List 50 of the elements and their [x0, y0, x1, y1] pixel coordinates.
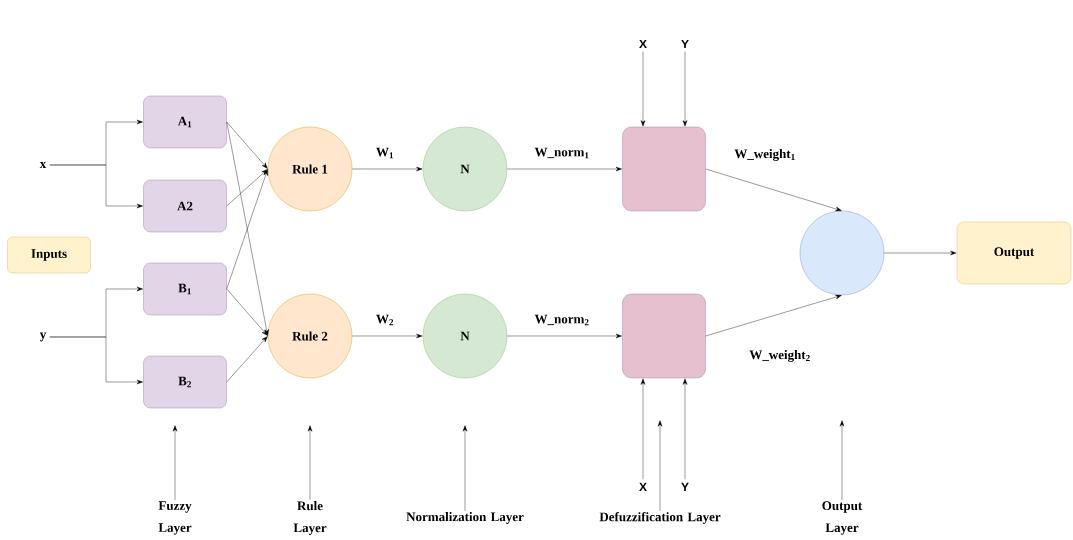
inputs-box: Inputs	[7, 236, 91, 274]
input-label: x	[39, 162, 47, 168]
arrow	[682, 378, 688, 480]
arrow	[226, 169, 268, 207]
arrow	[462, 425, 468, 512]
input-label: y	[39, 332, 47, 342]
arrow	[226, 288, 268, 336]
edge-label: W_weight$_{1}$	[733, 148, 797, 162]
arrow	[226, 121, 268, 169]
arrow	[49, 336, 143, 385]
edge-label: W_norm$_{2}$	[533, 313, 591, 327]
variable-label: X	[639, 39, 647, 49]
layer-label: Output Layer	[822, 501, 863, 535]
variable-label: Y	[681, 39, 689, 49]
layer-label: Fuzzy Layer	[158, 501, 192, 535]
edge-label: W$_{2}$	[375, 313, 396, 327]
arrow	[307, 425, 313, 501]
output-box: Output	[956, 221, 1072, 285]
membership-box: A2	[143, 179, 227, 233]
arrow	[705, 168, 842, 212]
edge-label: W_norm$_{1}$	[533, 146, 591, 160]
output-circle	[799, 210, 885, 296]
arrow	[507, 333, 622, 339]
edge-label: W_weight$_{2}$	[748, 349, 812, 363]
arrow	[172, 425, 178, 501]
arrow	[640, 378, 646, 480]
arrow	[705, 294, 842, 337]
edge-label: W$_{1}$	[375, 146, 396, 160]
arrow	[640, 51, 646, 127]
layer-label: Normalization Layer	[406, 512, 524, 524]
arrow	[682, 51, 688, 127]
arrow	[49, 164, 143, 209]
arrow	[507, 166, 622, 172]
membership-box: B$_{1}$	[143, 262, 227, 316]
arrow	[884, 250, 957, 256]
membership-box: B$_{2}$	[143, 355, 227, 409]
variable-label: Y	[681, 482, 689, 492]
arrow	[226, 169, 268, 290]
membership-box: A$_{1}$	[143, 95, 227, 149]
layer-label: Rule Layer	[293, 501, 327, 535]
arrow	[839, 420, 845, 501]
arrow	[352, 333, 423, 339]
variable-label: X	[639, 482, 647, 492]
layer-label: Defuzzification Layer	[599, 512, 721, 524]
arrow	[657, 420, 663, 511]
defuzzification-box	[622, 126, 706, 212]
arrow	[226, 121, 269, 336]
arrow	[226, 336, 268, 383]
arrow	[352, 166, 423, 172]
defuzzification-box	[622, 293, 706, 379]
